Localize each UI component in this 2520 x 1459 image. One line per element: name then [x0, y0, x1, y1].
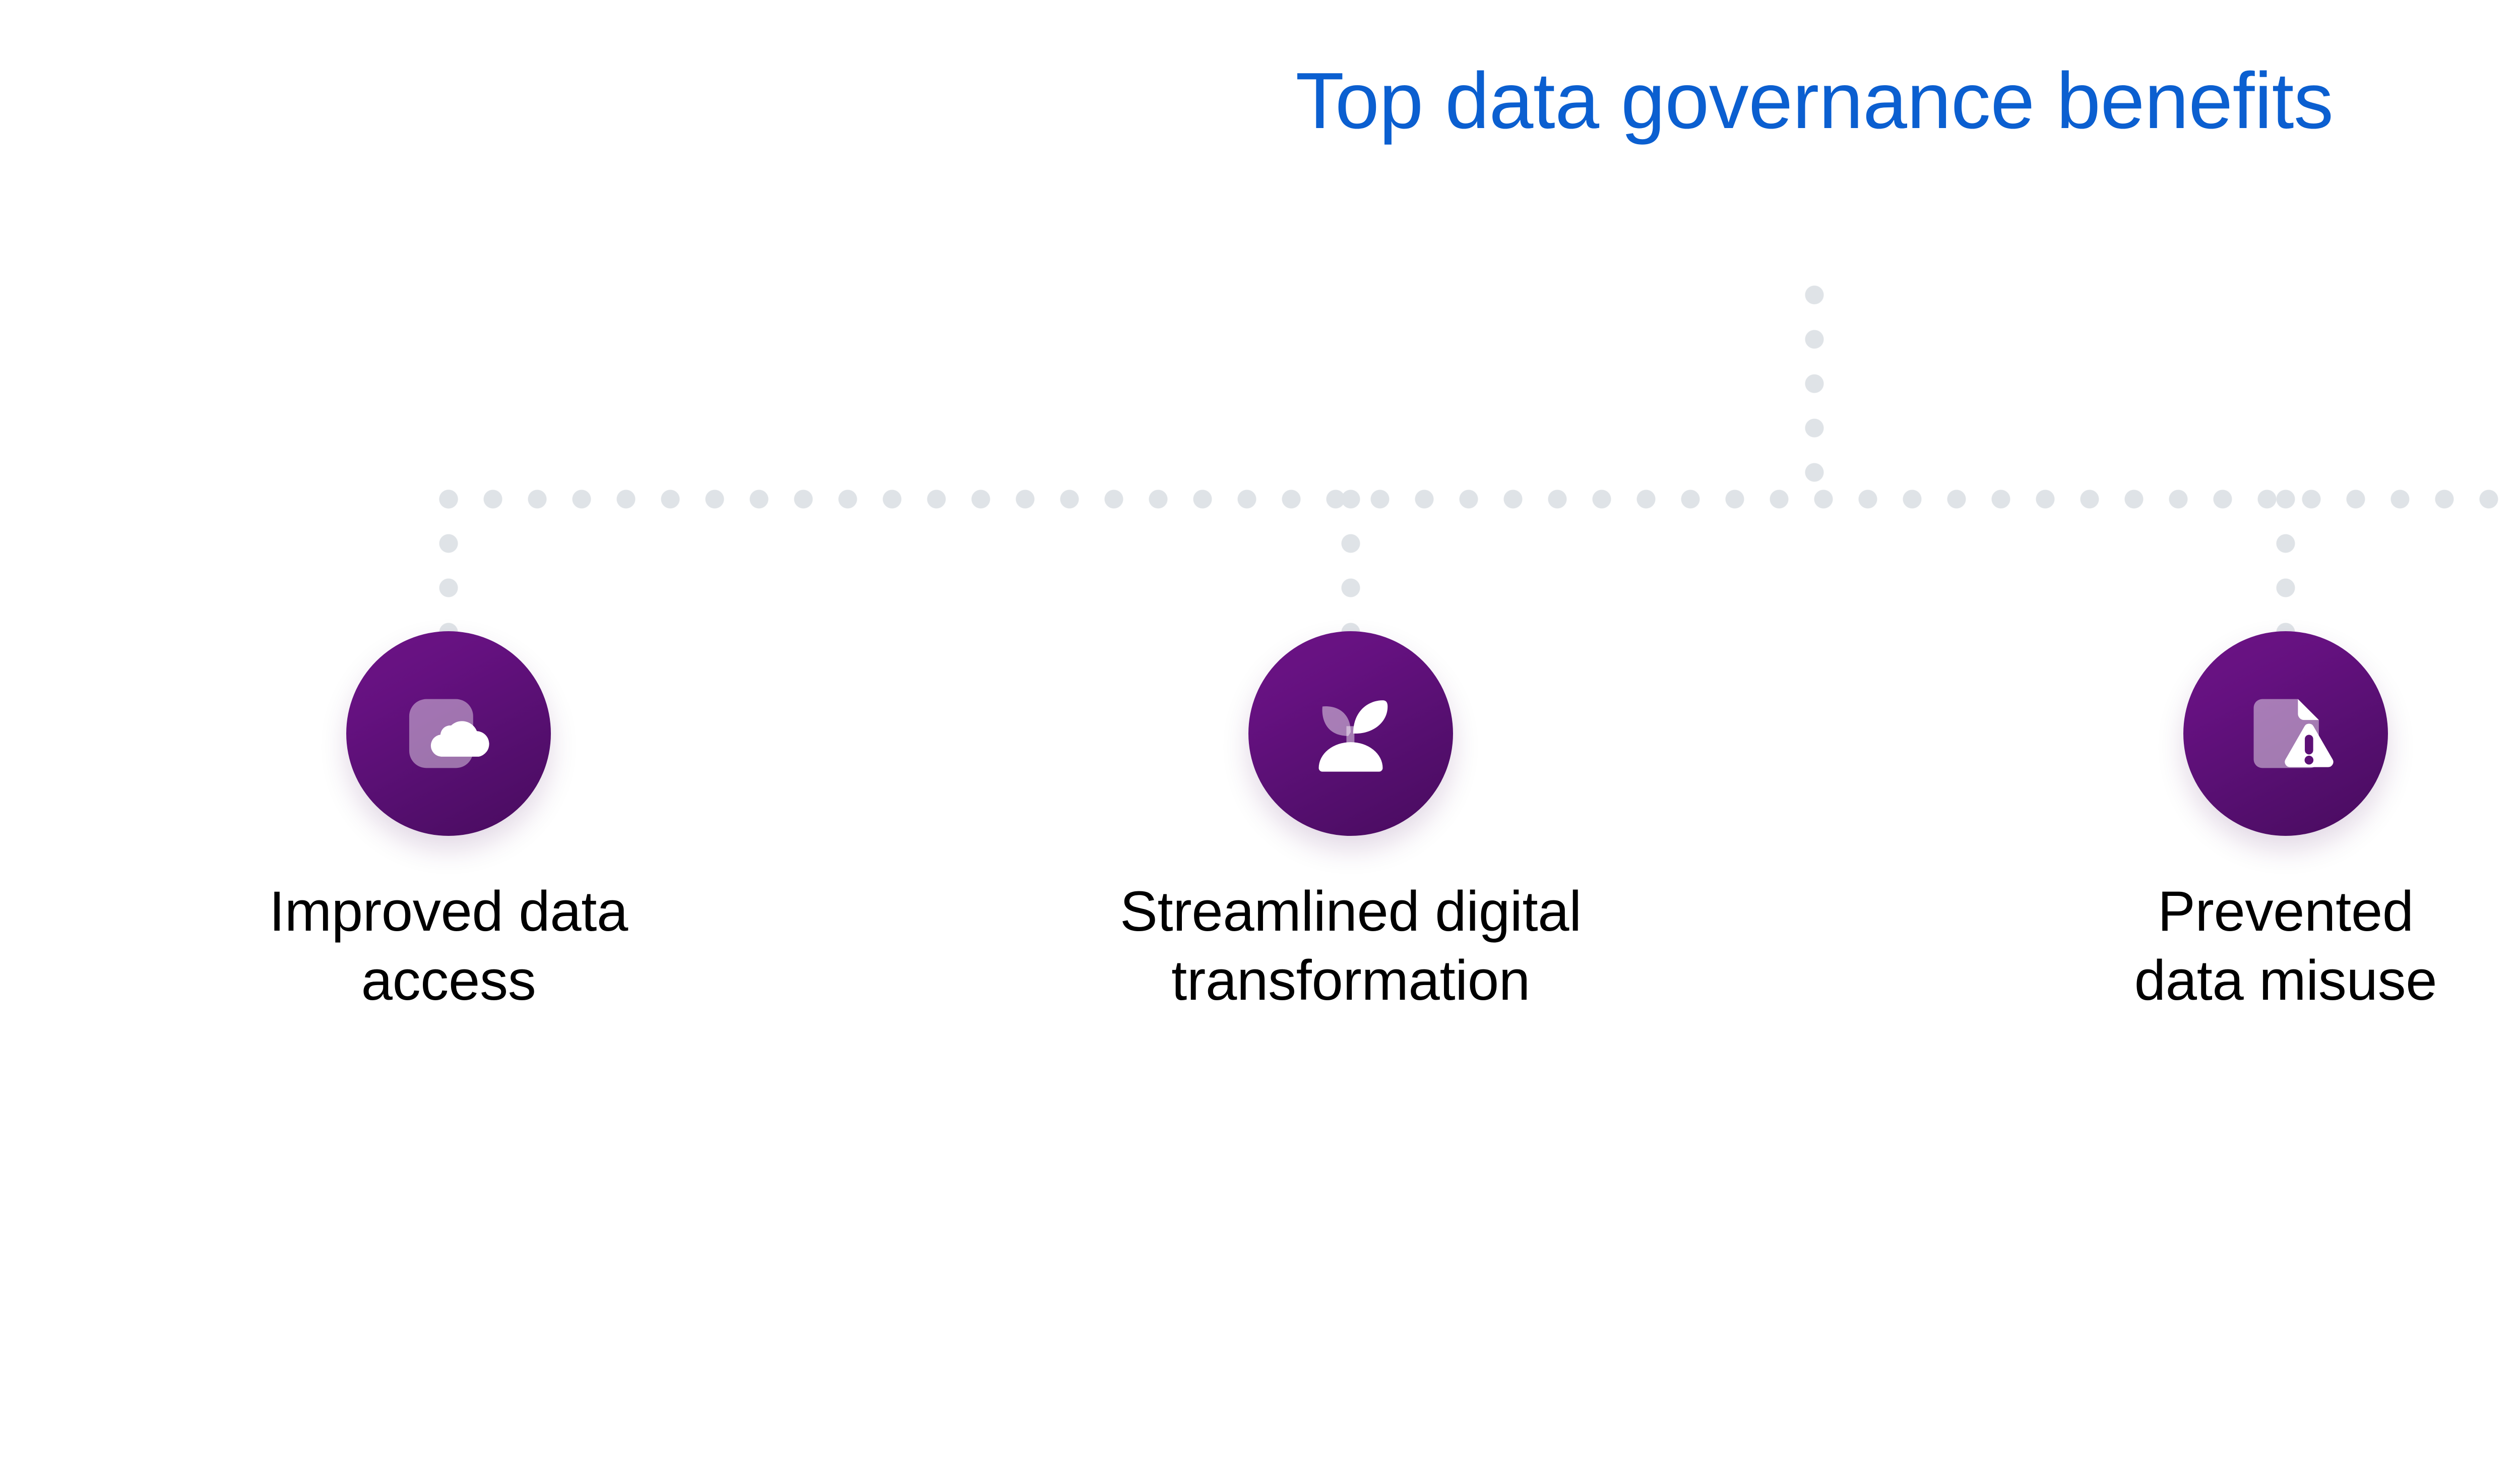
- cloud-data-access-icon: [409, 699, 489, 768]
- connector-vertical-main: [1805, 285, 1824, 499]
- connector-branch-2: [1341, 490, 1360, 636]
- benefit-label-line: Prevented: [2158, 880, 2414, 943]
- benefit-label-line: data misuse: [2134, 948, 2437, 1012]
- benefit-icon-circle-3: [2183, 631, 2388, 836]
- connector-branch-3: [2276, 490, 2295, 636]
- benefit-label-line: Improved data: [269, 880, 628, 943]
- benefit-item-2[interactable]: Streamlined digital transformation: [978, 631, 1724, 1015]
- benefit-item-3[interactable]: Prevented data misuse: [1913, 631, 2520, 1015]
- benefit-label-3: Prevented data misuse: [1913, 877, 2520, 1015]
- benefit-label-line: access: [361, 948, 536, 1012]
- benefit-icon-circle-2: [1248, 631, 1453, 836]
- connector-branch-1: [439, 490, 458, 636]
- connector-horizontal-spine: [439, 490, 2520, 509]
- benefit-icon-circle-1: [346, 631, 551, 836]
- benefit-label-1: Improved data access: [76, 877, 822, 1015]
- page-title: Top data governance benefits: [1295, 56, 2334, 145]
- sprout-growth-icon: [1318, 700, 1388, 772]
- benefit-label-2: Streamlined digital transformation: [978, 877, 1724, 1015]
- document-warning-icon: [2253, 699, 2334, 768]
- benefit-label-line: Streamlined digital: [1120, 880, 1582, 943]
- benefit-item-1[interactable]: Improved data access: [76, 631, 822, 1015]
- benefit-label-line: transformation: [1171, 948, 1530, 1012]
